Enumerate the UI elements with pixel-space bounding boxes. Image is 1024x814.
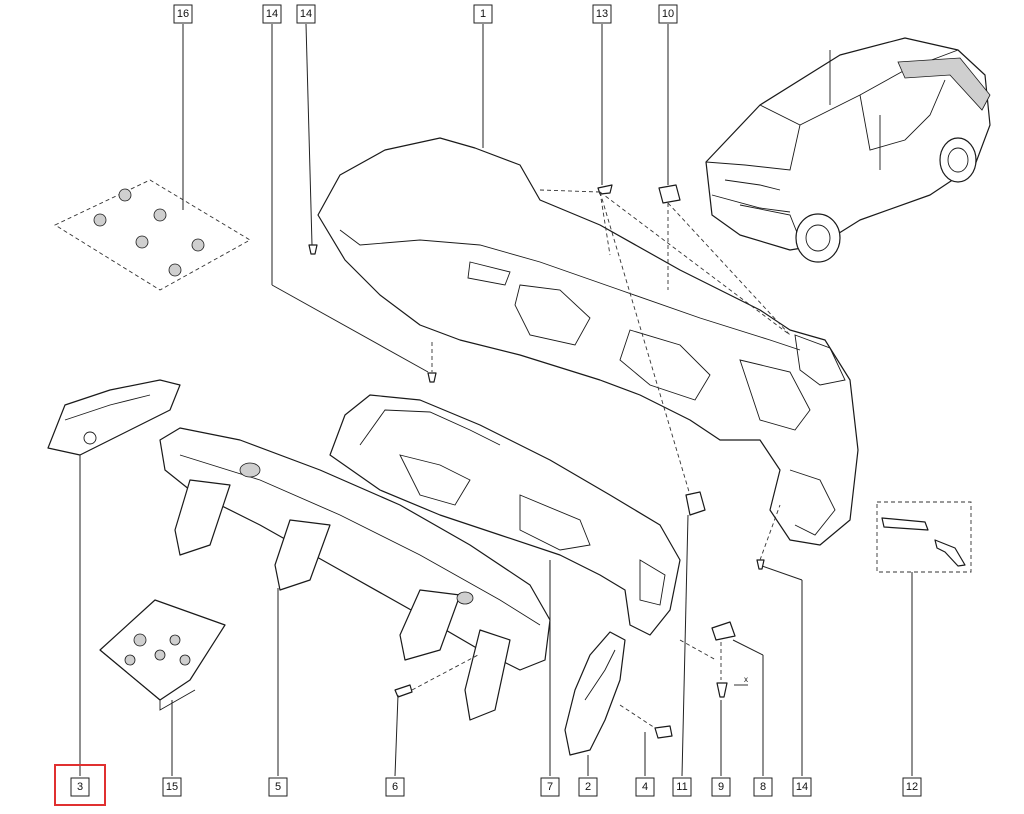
callout-14-top-right[interactable]: 14 bbox=[296, 4, 316, 24]
side-bracket-right bbox=[564, 631, 626, 756]
lower-diffuser bbox=[329, 394, 681, 636]
svg-text:1: 1 bbox=[480, 8, 486, 20]
callout-12[interactable]: 12 bbox=[902, 777, 922, 797]
callout-8[interactable]: 8 bbox=[753, 777, 773, 797]
svg-text:14: 14 bbox=[796, 781, 808, 793]
svg-text:6: 6 bbox=[392, 781, 398, 793]
svg-text:12: 12 bbox=[906, 781, 918, 793]
svg-text:10: 10 bbox=[662, 8, 674, 20]
svg-text:11: 11 bbox=[676, 781, 687, 793]
clip-set bbox=[54, 179, 251, 291]
svg-text:8: 8 bbox=[760, 781, 766, 793]
selection-highlight bbox=[54, 764, 106, 806]
callout-16-top[interactable]: 16 bbox=[173, 4, 193, 24]
callout-6[interactable]: 6 bbox=[385, 777, 405, 797]
callout-2[interactable]: 2 bbox=[578, 777, 598, 797]
svg-text:13: 13 bbox=[596, 8, 608, 20]
callout-14-top-left[interactable]: 14 bbox=[262, 4, 282, 24]
callout-5[interactable]: 5 bbox=[268, 777, 288, 797]
callout-10[interactable]: 10 bbox=[658, 4, 678, 24]
callout-3[interactable]: 3 bbox=[70, 777, 90, 797]
leader-lines bbox=[79, 23, 913, 777]
callout-9[interactable]: 9 bbox=[711, 777, 731, 797]
svg-text:7: 7 bbox=[547, 781, 553, 793]
hardware: x bbox=[308, 184, 765, 739]
svg-text:14: 14 bbox=[266, 8, 278, 20]
callout-1[interactable]: 1 bbox=[473, 4, 493, 24]
callout-11[interactable]: 11 bbox=[672, 777, 692, 797]
svg-text:16: 16 bbox=[177, 8, 189, 20]
svg-text:14: 14 bbox=[300, 8, 312, 20]
callout-15[interactable]: 15 bbox=[162, 777, 182, 797]
callout-4[interactable]: 4 bbox=[635, 777, 655, 797]
callout-14-bottom[interactable]: 14 bbox=[792, 777, 812, 797]
svg-text:9: 9 bbox=[718, 781, 724, 793]
svg-text:3: 3 bbox=[77, 781, 83, 793]
vehicle-illustration bbox=[705, 37, 991, 263]
axis-mark-x: x bbox=[744, 675, 748, 684]
clip-kit-box bbox=[99, 599, 226, 711]
svg-text:2: 2 bbox=[585, 781, 591, 793]
callout-13[interactable]: 13 bbox=[592, 4, 612, 24]
svg-text:15: 15 bbox=[166, 781, 178, 793]
callout-7[interactable]: 7 bbox=[540, 777, 560, 797]
svg-text:5: 5 bbox=[275, 781, 281, 793]
bumper-beam bbox=[159, 427, 551, 721]
assembly-lines bbox=[411, 189, 791, 729]
part-12-group bbox=[876, 501, 972, 573]
side-bracket-left bbox=[47, 379, 181, 456]
svg-text:4: 4 bbox=[642, 781, 648, 793]
bumper-cover bbox=[317, 137, 859, 546]
